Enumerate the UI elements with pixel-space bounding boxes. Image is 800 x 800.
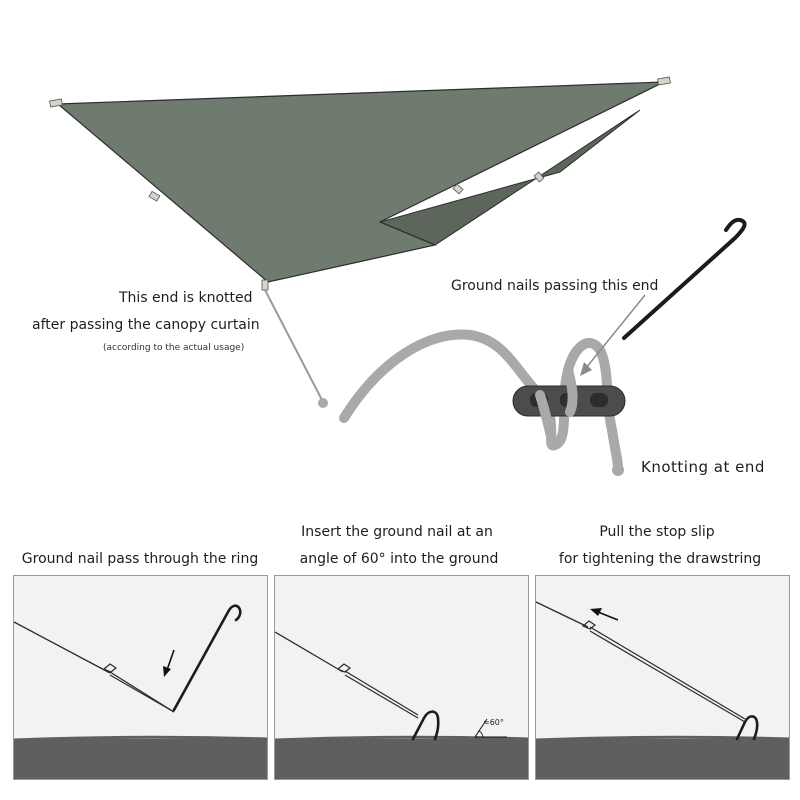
step2-title-line2: angle of 60° into the ground bbox=[299, 551, 499, 567]
angle-label: ≈60° bbox=[483, 718, 504, 727]
step1-illustration bbox=[14, 604, 267, 779]
step2-title-line1: Insert the ground nail at an bbox=[301, 524, 493, 540]
step2-panel: ≈60° bbox=[274, 575, 529, 780]
guy-line bbox=[536, 601, 589, 628]
tarp-side-tab bbox=[533, 171, 545, 183]
ground-nail bbox=[411, 710, 440, 741]
step1-title-line2: Ground nail pass through the ring bbox=[21, 551, 259, 567]
rope-end-knot bbox=[612, 464, 624, 476]
step3-title-line2: for tightening the drawstring bbox=[558, 551, 762, 567]
guy-line-loop bbox=[589, 630, 746, 723]
ground-nail bbox=[622, 217, 747, 340]
ground bbox=[14, 739, 267, 779]
knot-end-dot bbox=[318, 398, 328, 408]
knotting-label: Knotting at end bbox=[641, 458, 765, 476]
stop-slip bbox=[102, 663, 118, 673]
pull-arrow bbox=[597, 611, 619, 621]
knot-label-note: (according to the actual usage) bbox=[103, 343, 245, 353]
stop-slip bbox=[581, 620, 597, 630]
guy-line-loop bbox=[109, 674, 175, 713]
pull-arrow-head bbox=[590, 608, 602, 616]
step3-panel bbox=[535, 575, 790, 780]
rope-front-segment bbox=[563, 365, 578, 417]
stop-slip bbox=[336, 663, 352, 673]
guy-line-loop bbox=[344, 670, 419, 716]
ground bbox=[275, 739, 528, 779]
pointer-arrow bbox=[585, 294, 646, 369]
nail-label: Ground nails passing this end bbox=[451, 278, 659, 294]
knot-label-line1: This end is knotted bbox=[119, 290, 253, 306]
step3-illustration bbox=[536, 601, 789, 779]
step1-panel bbox=[13, 575, 268, 780]
tarp-canopy bbox=[56, 81, 665, 283]
pointer-arrow-head bbox=[580, 362, 592, 376]
angle-arc bbox=[478, 730, 484, 738]
ground bbox=[536, 739, 789, 779]
tarp-corner-tab bbox=[261, 279, 269, 291]
ground-nail bbox=[172, 604, 242, 712]
rope-front-segment bbox=[535, 390, 557, 445]
knot-label-line2: after passing the canopy curtain bbox=[32, 317, 260, 333]
ground-edge bbox=[14, 735, 267, 742]
insert-arrow-head bbox=[163, 666, 171, 677]
ground-edge bbox=[275, 735, 528, 742]
step3-title-line1: Pull the stop slip bbox=[599, 524, 715, 540]
tarp-corner-tab bbox=[657, 76, 671, 86]
guy-line bbox=[14, 621, 111, 674]
tarp-side-tab bbox=[452, 183, 464, 195]
step2-illustration bbox=[275, 631, 528, 779]
ground-edge bbox=[536, 735, 789, 742]
tarp-corner-tab bbox=[49, 98, 63, 108]
angle-ray-line bbox=[474, 718, 488, 738]
ground-nail bbox=[735, 715, 759, 741]
corner-guy-line bbox=[264, 289, 323, 401]
tarp-side-tab bbox=[148, 190, 161, 202]
guy-line-loop bbox=[589, 626, 746, 720]
guy-line-loop bbox=[344, 674, 419, 719]
tarp-setup-illustration bbox=[49, 76, 747, 476]
insert-arrow bbox=[166, 649, 175, 671]
slider-hole bbox=[590, 393, 608, 407]
guy-line bbox=[275, 631, 344, 673]
